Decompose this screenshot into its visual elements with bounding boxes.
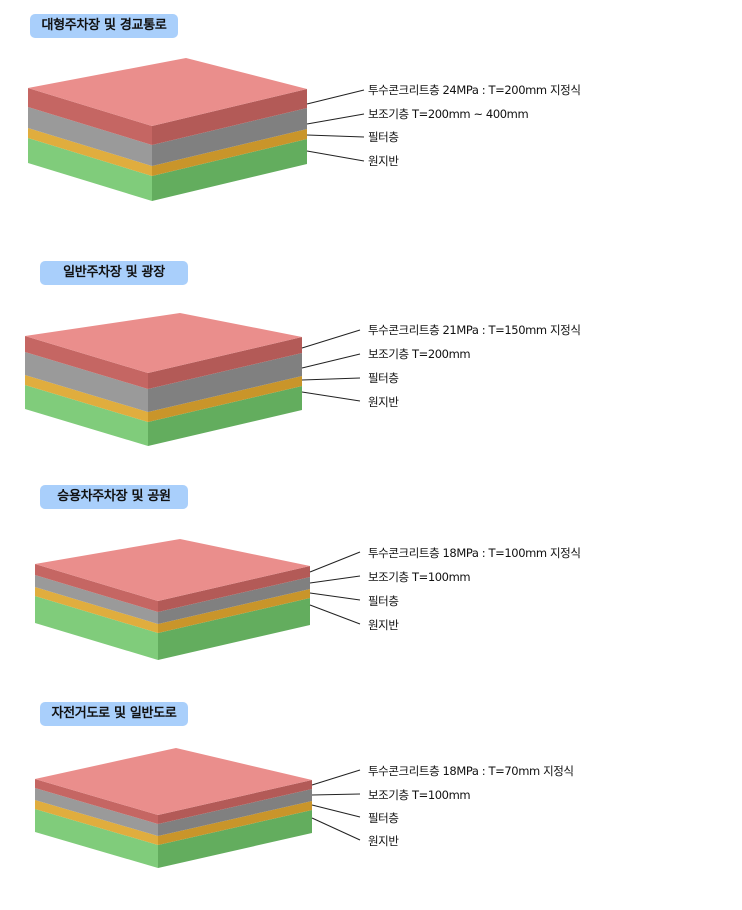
leader-line — [309, 592, 361, 601]
layer-label-subgrade: 원지반 — [368, 154, 399, 168]
layer-label-filter: 필터층 — [368, 811, 399, 825]
layer-label-filter: 필터층 — [368, 371, 399, 385]
pavement-layers-diagram — [35, 748, 361, 868]
section-title-pill: 대형주차장 및 경교통로 — [30, 14, 178, 38]
concrete-layer-top — [28, 58, 307, 126]
base-layer-right — [158, 577, 310, 624]
layer-label-filter: 필터층 — [368, 594, 399, 608]
filter-layer-right — [158, 801, 312, 845]
section-title-pill: 일반주차장 및 광장 — [40, 261, 188, 285]
filter-layer-front — [35, 800, 158, 845]
leader-line — [311, 817, 361, 841]
base-layer-right — [152, 108, 307, 166]
subgrade-layer-right — [158, 598, 310, 660]
concrete-layer-front — [28, 88, 152, 145]
pavement-layers-diagram — [35, 539, 361, 660]
leader-line — [306, 113, 365, 125]
section-title-pill: 자전거도로 및 일반도로 — [40, 702, 188, 726]
base-layer-right — [158, 789, 312, 836]
concrete-layer-right — [158, 566, 310, 612]
leader-line — [301, 377, 361, 381]
subgrade-layer-right — [148, 386, 302, 446]
layer-label-subgrade: 원지반 — [368, 618, 399, 632]
subgrade-layer-front — [25, 385, 148, 446]
layer-label-subgrade: 원지반 — [368, 834, 399, 848]
filter-layer-front — [25, 375, 148, 422]
subgrade-layer-right — [152, 139, 307, 201]
concrete-layer-top — [35, 539, 310, 601]
layer-label-filter: 필터층 — [368, 130, 399, 144]
layer-label-concrete: 투수콘크리트층 18MPa : T=70mm 지정식 — [368, 764, 574, 778]
leader-line — [306, 89, 365, 105]
leader-line — [306, 134, 365, 138]
subgrade-layer-front — [28, 138, 152, 201]
subgrade-layer-front — [35, 809, 158, 868]
layer-label-base: 보조기층 T=100mm — [368, 788, 471, 802]
layer-label-subgrade: 원지반 — [368, 395, 399, 409]
subgrade-layer-front — [35, 596, 158, 660]
concrete-layer-top — [35, 748, 312, 815]
concrete-layer-front — [25, 336, 148, 389]
base-layer-front — [28, 107, 152, 166]
concrete-layer-right — [148, 337, 302, 389]
filter-layer-right — [148, 376, 302, 422]
layer-label-concrete: 투수콘크리트층 24MPa : T=200mm 지정식 — [368, 83, 581, 97]
pavement-layers-diagram — [28, 58, 365, 201]
filter-layer-front — [35, 587, 158, 633]
filter-layer-front — [28, 128, 152, 176]
layer-label-base: 보조기층 T=200mm — [368, 347, 471, 361]
concrete-layer-right — [158, 780, 312, 824]
leader-line — [306, 150, 365, 162]
leader-line — [301, 391, 361, 402]
concrete-layer-right — [152, 89, 307, 145]
concrete-layer-front — [35, 779, 158, 824]
leader-line — [311, 793, 361, 796]
filter-layer-right — [158, 589, 310, 633]
leader-line — [309, 551, 361, 573]
layer-label-base: 보조기층 T=100mm — [368, 570, 471, 584]
section-title-pill: 승용차주차장 및 공원 — [40, 485, 188, 509]
leader-line — [311, 769, 361, 786]
leader-line — [301, 353, 361, 369]
leader-line — [311, 804, 361, 818]
base-layer-front — [25, 352, 148, 412]
layer-label-base: 보조기층 T=200mm ~ 400mm — [368, 107, 529, 121]
concrete-layer-front — [35, 564, 158, 612]
base-layer-right — [148, 353, 302, 412]
filter-layer-right — [152, 129, 307, 176]
leader-line — [301, 329, 361, 349]
concrete-layer-top — [25, 313, 302, 373]
subgrade-layer-right — [158, 810, 312, 868]
layer-label-concrete: 투수콘크리트층 18MPa : T=100mm 지정식 — [368, 546, 581, 560]
pavement-layers-diagram — [25, 313, 361, 446]
layer-label-concrete: 투수콘크리트층 21MPa : T=150mm 지정식 — [368, 323, 581, 337]
leader-line — [309, 604, 361, 625]
leader-line — [309, 575, 361, 584]
base-layer-front — [35, 788, 158, 836]
base-layer-front — [35, 575, 158, 624]
